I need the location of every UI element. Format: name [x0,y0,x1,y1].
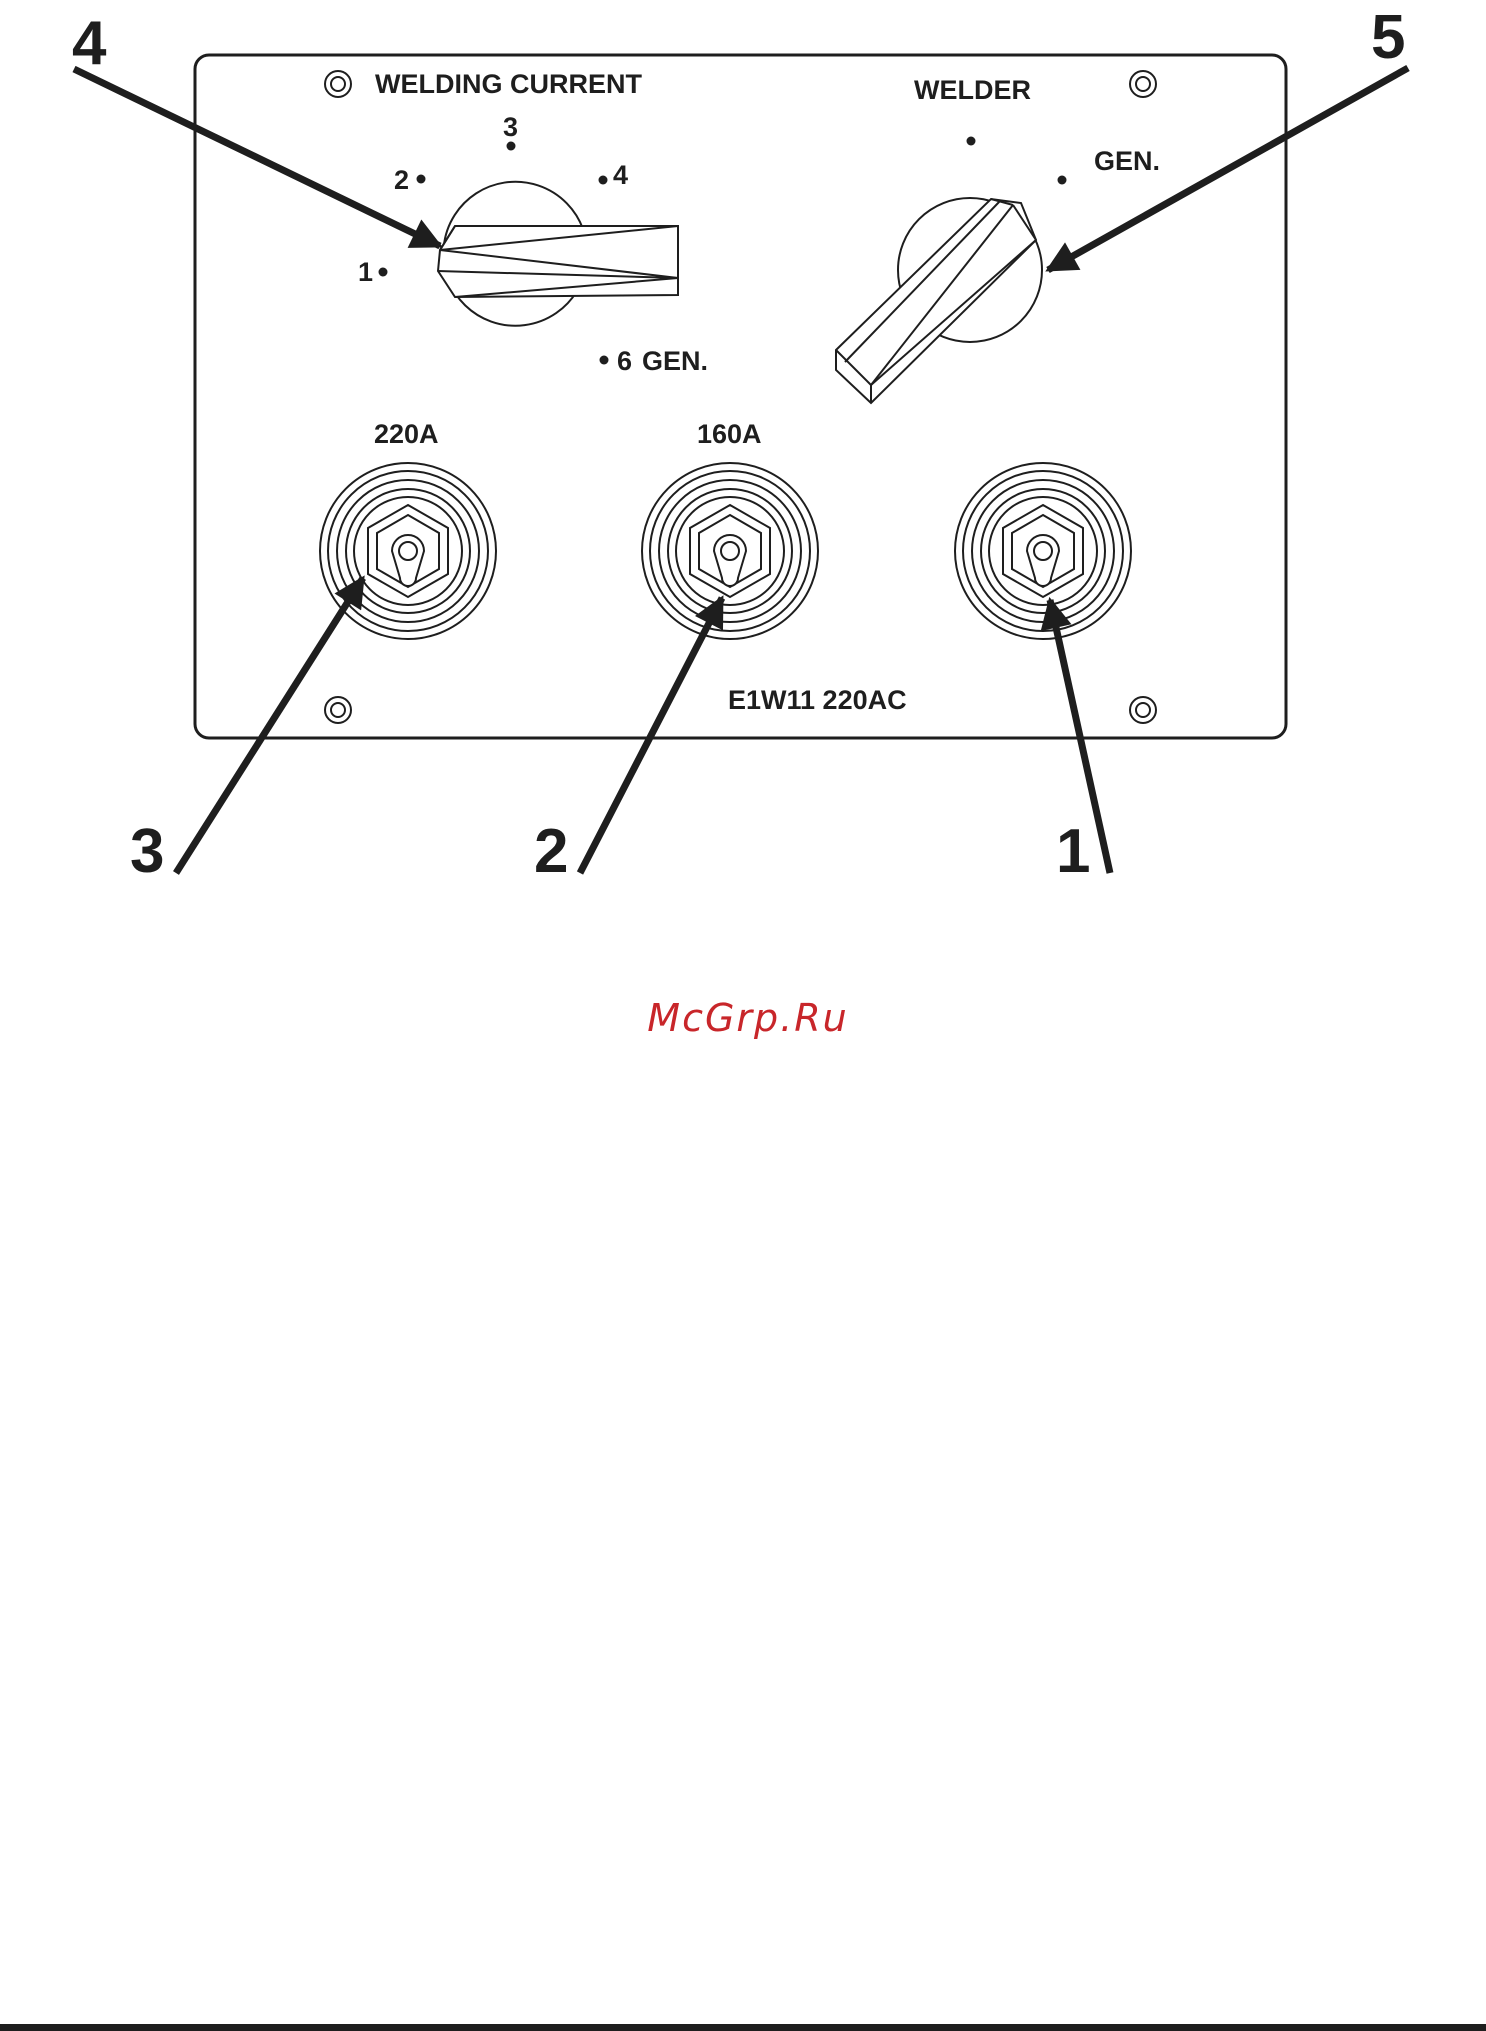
callout-number-1: 1 [1056,817,1090,886]
page-bottom-rule [0,2024,1486,2031]
terminal-160a-label: 160A [697,419,762,449]
callout-number-3: 3 [130,817,164,886]
dial-gen-label: GEN. [642,346,708,376]
dial-position-1: 1 [358,257,373,287]
callout-number-4: 4 [72,9,107,78]
terminal-220a-label: 220A [374,419,439,449]
callout-number-2: 2 [534,817,568,886]
output-terminal-160a[interactable] [642,463,818,639]
watermark-text: McGrp.Ru [647,996,848,1040]
model-label: E1W11 220AC [728,685,907,715]
output-terminal-220a[interactable] [320,463,496,639]
welding-current-label: WELDING CURRENT [375,69,642,99]
dial-position-2: 2 [394,165,409,195]
callout-number-5: 5 [1371,3,1405,72]
output-terminal-common[interactable] [955,463,1131,639]
dial-position-4: 4 [613,160,628,190]
dial-position-3: 3 [503,112,518,142]
welder-label: WELDER [914,75,1031,105]
mode-gen-label: GEN. [1094,146,1160,176]
dial-position-6: 6 [617,346,632,376]
